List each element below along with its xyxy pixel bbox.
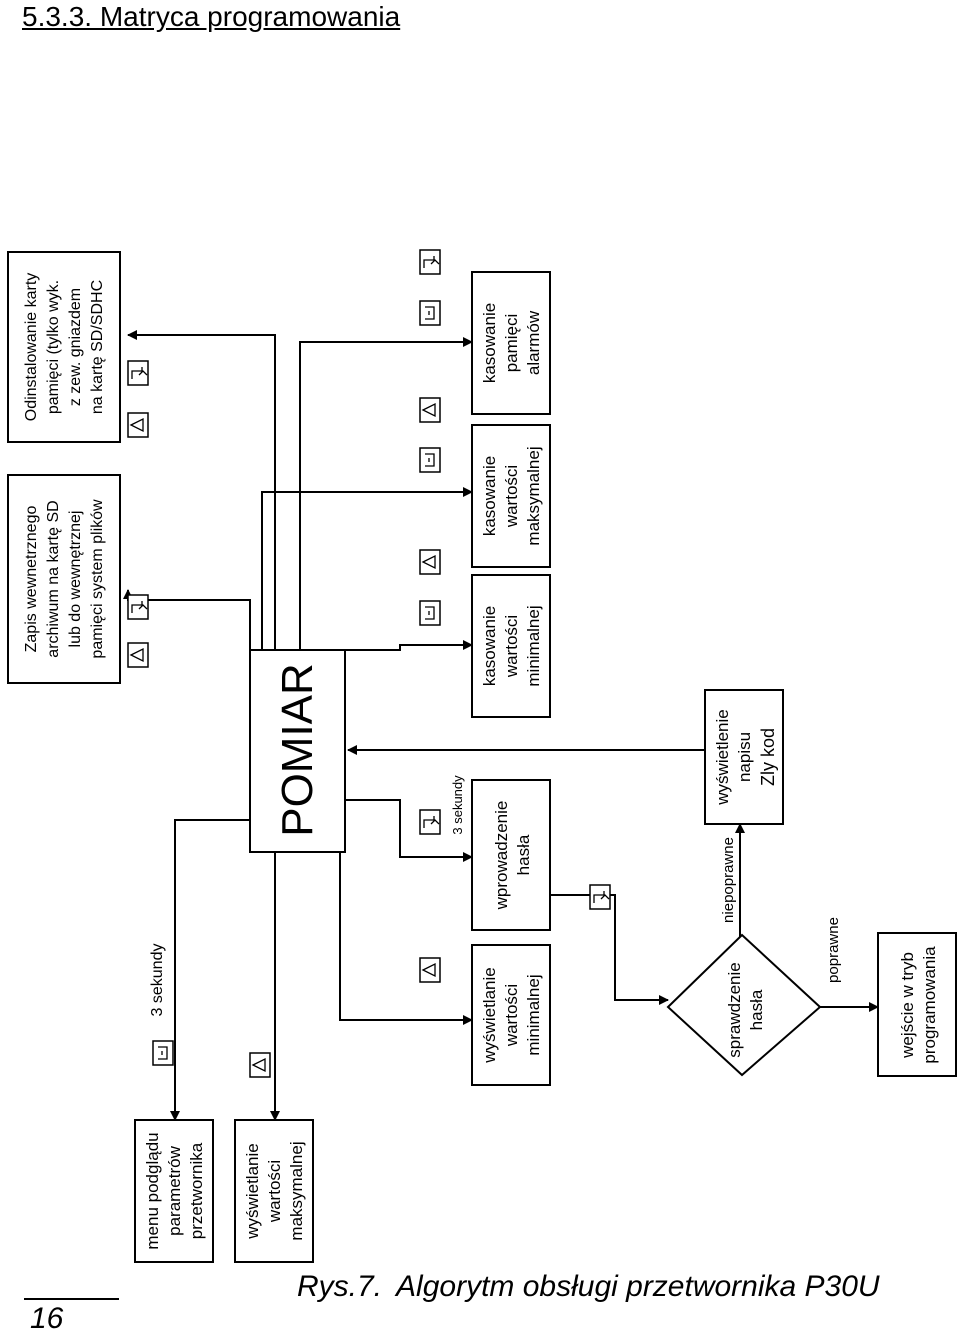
clear-min-box: [471, 574, 551, 718]
unmount-line-1: Odinstalowanie karty: [23, 273, 40, 422]
node-labels: POMIAR menu podglądu parametrów przetwor…: [23, 273, 939, 1250]
node-boxes: [7, 251, 957, 1263]
password-entry-line-2: hasła: [514, 834, 533, 875]
password-entry-line-1: wprowadzenie: [492, 801, 511, 911]
max-view-line-2: wartości: [265, 1160, 284, 1223]
up-key-icon: [419, 447, 441, 473]
min-view-line-2: wartości: [502, 984, 521, 1047]
clear-alarms-line-3: alarmów: [524, 310, 543, 375]
clear-alarms-box: [471, 271, 551, 415]
up-key-icon: [419, 600, 441, 626]
left-key-icon: [419, 549, 441, 575]
figure-title: Algorytm obsługi przetwornika P30U: [396, 1270, 880, 1303]
clear-min-line-2: wartości: [502, 615, 521, 678]
clear-max-line-2: wartości: [502, 465, 521, 528]
password-check-line-1: sprawdzenie: [725, 962, 744, 1057]
enter-key-icon: [419, 809, 441, 835]
unmount-line-3: z zew. gniazdem: [67, 288, 84, 406]
wrong-msg-line-1: wyświetlenie: [713, 709, 732, 805]
menu-box: [134, 1119, 214, 1263]
three-sec-label-a: 3 sekundy: [149, 944, 166, 1017]
section-heading: 5.3.3. Matryca programowania: [22, 1, 401, 32]
left-key-icon: [127, 412, 149, 438]
min-view-line-3: minimalnej: [524, 974, 543, 1055]
archive-line-1: Zapis wewnetrznego: [23, 506, 40, 653]
correct-label: poprawne: [825, 917, 842, 983]
clear-alarms-line-2: pamięci: [502, 314, 521, 373]
enter-key-icon: [589, 884, 611, 910]
max-view-line-1: wyświetlanie: [243, 1143, 262, 1239]
unmount-box: [7, 251, 121, 443]
left-key-icon: [249, 1052, 271, 1078]
archive-line-2: archiwum na kartę SD: [45, 500, 62, 657]
page-rule: [24, 1298, 119, 1300]
edge-labels: 3 sekundy 3 sekundy niepoprawne poprawne: [149, 775, 842, 1017]
wrong-code-text: Zly kod: [758, 728, 778, 786]
three-sec-label-b: 3 sekundy: [450, 775, 465, 835]
enter-key-icon: [419, 249, 441, 275]
left-key-icon: [419, 957, 441, 983]
prog-mode-box: [877, 932, 957, 1077]
clear-min-line-3: minimalnej: [524, 605, 543, 686]
max-view-line-3: maksymalnej: [287, 1141, 306, 1240]
menu-line-2: parametrów: [165, 1145, 184, 1235]
wrong-msg-box: [704, 689, 784, 825]
left-key-icon: [419, 397, 441, 423]
clear-min-line-1: kasowanie: [480, 606, 499, 686]
page-number: 16: [30, 1302, 64, 1335]
prog-mode-line-2: programowania: [920, 946, 939, 1064]
password-check-line-2: hasła: [747, 989, 766, 1030]
max-view-box: [234, 1119, 314, 1263]
up-key-icon: [152, 1040, 174, 1066]
menu-line-3: przetwornika: [187, 1142, 206, 1239]
pomiar-label: POMIAR: [273, 663, 322, 837]
archive-line-4: pamięci system plików: [89, 499, 106, 659]
prog-mode-line-1: wejście w tryb: [898, 952, 917, 1059]
clear-max-line-3: maksymalnej: [524, 446, 543, 545]
left-key-icon: [127, 642, 149, 668]
pomiar-box: [249, 649, 346, 853]
min-view-box: [471, 944, 551, 1086]
clear-max-line-1: kasowanie: [480, 456, 499, 536]
clear-max-box: [471, 424, 551, 568]
up-key-icon: [419, 300, 441, 326]
wrong-msg-line-2: napisu: [735, 732, 754, 782]
password-check-diamond: [666, 933, 822, 1077]
enter-key-icon: [127, 594, 149, 620]
archive-line-3: lub do wewnętrznej: [67, 511, 84, 648]
menu-line-1: menu podglądu: [143, 1132, 162, 1249]
unmount-line-4: na kartę SD/SDHC: [89, 280, 106, 414]
figure-caption: Rys.7. Algorytm obsługi przetwornika P30U: [297, 1270, 880, 1304]
enter-key-icon: [127, 360, 149, 386]
archive-box: [7, 474, 121, 684]
unmount-line-2: pamięci (tylko wyk.: [45, 280, 62, 414]
password-entry-box: [471, 779, 551, 931]
figure-number: Rys.7.: [297, 1270, 383, 1303]
incorrect-label: niepoprawne: [720, 837, 737, 923]
min-view-line-1: wyświetlanie: [480, 967, 499, 1063]
clear-alarms-line-1: kasowanie: [480, 303, 499, 383]
